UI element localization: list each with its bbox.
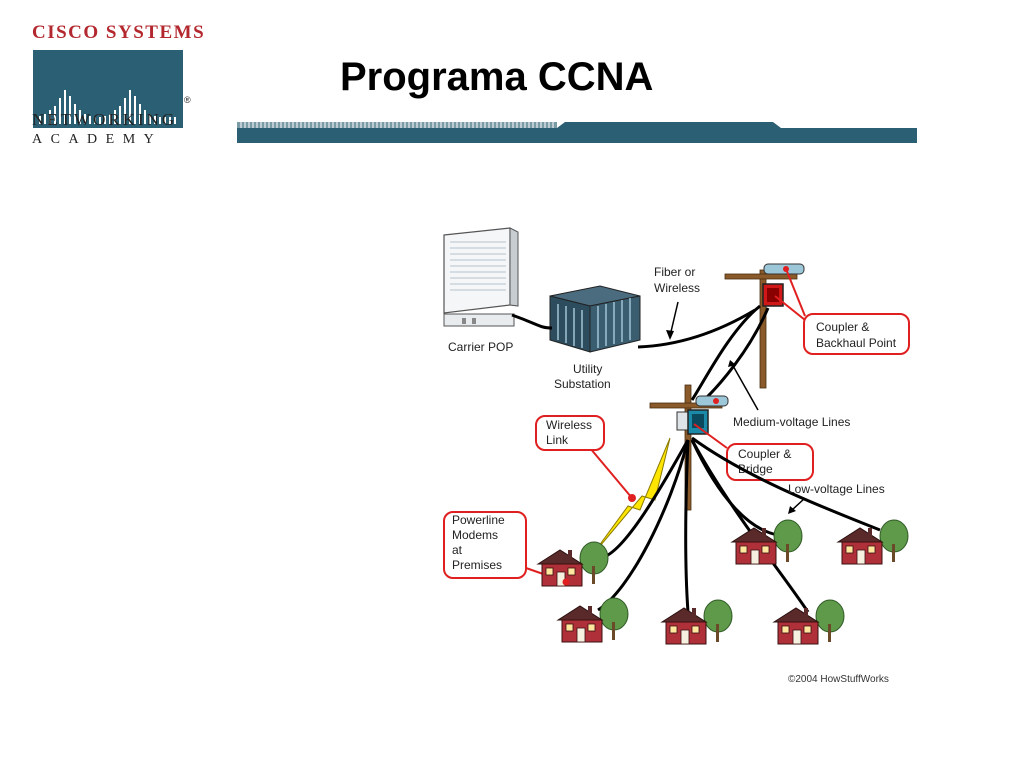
house-premises-1: [537, 541, 609, 587]
fiber-label-line1: Fiber or: [654, 265, 695, 279]
powerline-line4: Premises: [452, 558, 502, 572]
house-3: [661, 599, 733, 645]
carrier-pop-building: [443, 227, 519, 327]
utility-label-line2: Substation: [554, 377, 611, 391]
house-4: [773, 599, 845, 645]
medium-voltage-line-1: [690, 304, 761, 401]
title-divider: [237, 122, 917, 143]
cisco-networking-academy-logo: Cisco Systems ® Networking Academy: [30, 22, 204, 152]
logo-cisco-systems-text: Cisco Systems: [32, 22, 206, 43]
coupler-backhaul-line2: Backhaul Point: [816, 336, 897, 350]
house-2: [557, 597, 629, 643]
coupler-backhaul-line1: Coupler &: [816, 320, 869, 334]
logo-academy-text: Academy: [32, 132, 163, 147]
low-voltage-label: Low-voltage Lines: [788, 482, 885, 496]
powerline-line3: at: [452, 543, 463, 557]
page-title: Programa CCNA: [340, 55, 654, 99]
logo-networking-text: Networking: [32, 110, 178, 129]
powerline-modems-callout: [443, 511, 527, 579]
fiber-label-line2: Wireless: [654, 281, 700, 295]
carrier-pop-label: Carrier POP: [448, 340, 513, 354]
wireless-link-callout: [535, 415, 605, 451]
powerline-line2: Modems: [452, 528, 498, 542]
bridge-icon: [39, 90, 176, 124]
wireless-link-line2: Link: [546, 433, 569, 447]
registered-mark: ®: [184, 95, 191, 105]
copyright-text: ©2004 HowStuffWorks: [788, 674, 889, 685]
powerline-line1: Powerline: [452, 513, 505, 527]
utility-substation-building: [549, 285, 641, 353]
coupler-bridge-line1: Coupler &: [738, 447, 791, 461]
house-5: [731, 519, 803, 565]
modem-dot: [562, 578, 570, 586]
utility-pole-top: [724, 263, 805, 389]
fiber-line: [637, 308, 756, 349]
utility-label-line1: Utility: [573, 362, 602, 376]
medium-voltage-label: Medium-voltage Lines: [733, 415, 850, 429]
wireless-link-line1: Wireless: [546, 418, 592, 432]
coupler-backhaul-callout: [803, 313, 910, 355]
powerline-network-diagram: Carrier POP Utility Substation Fiber or …: [443, 227, 910, 685]
logo-bridge-graphic: [33, 50, 183, 128]
